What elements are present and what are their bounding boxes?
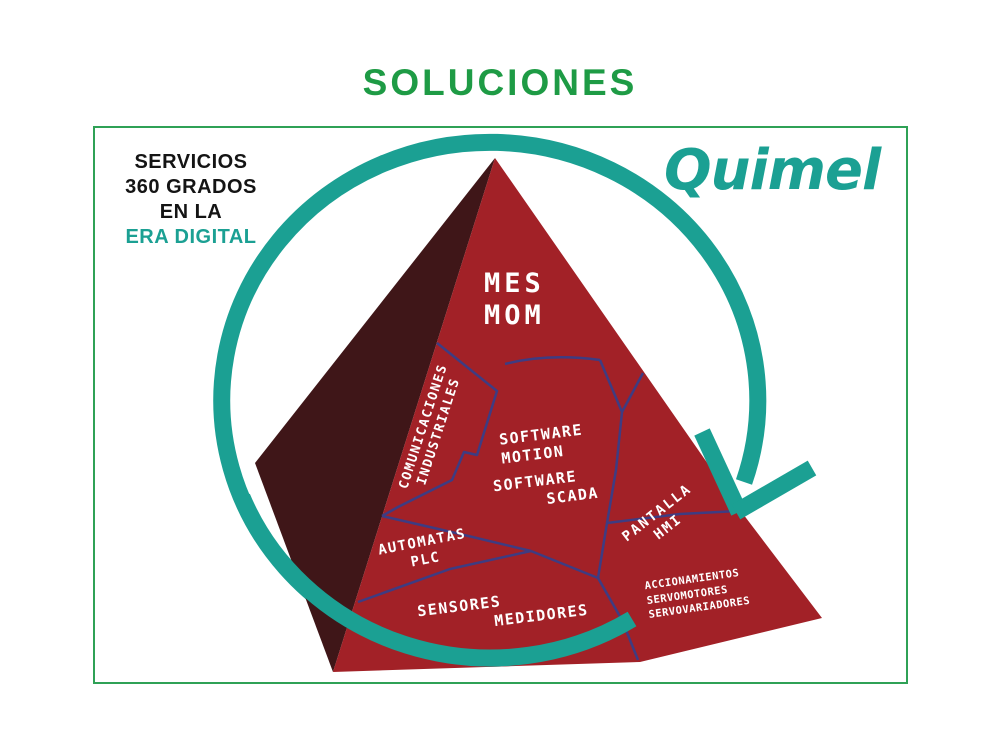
mes-mom-label: MES MOM [484,268,624,333]
peak-line-2: MOM [484,300,545,332]
tagline-line-3: EN LA [159,201,223,223]
page-title: SOLUCIONES [362,62,638,103]
quimel-logo: Quimel [664,138,881,203]
pyramid-side-face [255,158,495,672]
pyramid-front-face [333,158,822,672]
tagline-line-2: 360 GRADOS [125,176,257,198]
circle-arc-front-icon [234,493,637,667]
content-frame [93,126,908,684]
arrow-into-pyramid-icon [694,428,817,520]
tagline-line-4: ERA DIGITAL [125,226,257,248]
services-tagline: SERVICIOS 360 GRADOS EN LA ERA DIGITAL [101,150,281,250]
segment-divider-lines [357,342,739,661]
peak-line-1: MES [484,268,545,299]
tagline-line-1: SERVICIOS [134,151,248,173]
